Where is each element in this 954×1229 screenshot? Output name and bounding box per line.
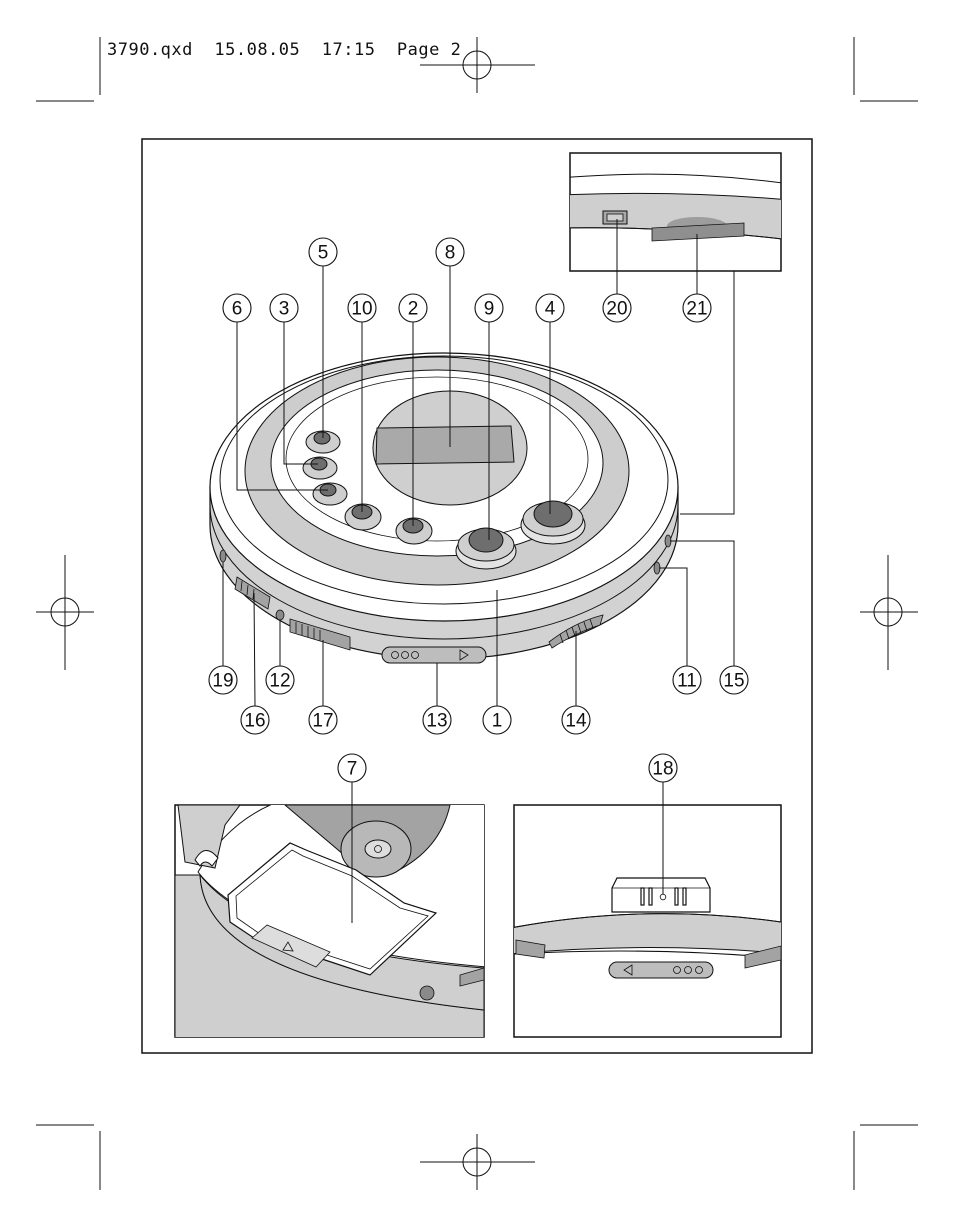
inset-underside xyxy=(513,780,782,1038)
callout-circle xyxy=(482,705,512,735)
header-time: 17:15 xyxy=(321,40,376,60)
callout-circle xyxy=(561,705,591,735)
inset-battery-compartment xyxy=(174,780,485,1038)
callout-number: 4 xyxy=(545,299,556,320)
callout-number: 9 xyxy=(484,299,495,320)
callout-circle xyxy=(308,705,338,735)
button-6[interactable] xyxy=(312,482,348,506)
figure-frame xyxy=(141,138,813,1054)
callout-circle xyxy=(719,665,749,695)
callout-circle xyxy=(337,753,367,783)
button-2[interactable] xyxy=(395,517,433,545)
callout-circle xyxy=(308,237,338,267)
callout-number: 6 xyxy=(232,299,243,320)
callout-number: 7 xyxy=(347,759,358,780)
callout-circle xyxy=(648,753,678,783)
leader-lines xyxy=(222,219,735,707)
callout-1: 1 xyxy=(482,705,512,735)
callout-20: 20 xyxy=(602,293,632,323)
callout-14: 14 xyxy=(561,705,591,735)
callout-5: 5 xyxy=(308,237,338,267)
callout-circle xyxy=(265,665,295,695)
callout-number: 16 xyxy=(244,711,265,732)
callout-number: 19 xyxy=(212,671,233,692)
button-4[interactable] xyxy=(520,500,586,545)
callout-4: 4 xyxy=(535,293,565,323)
callout-circle xyxy=(672,665,702,695)
callout-circle xyxy=(398,293,428,323)
button-9[interactable] xyxy=(455,527,517,570)
jack-19 xyxy=(219,549,227,563)
callout-number: 14 xyxy=(565,711,587,732)
callout-number: 3 xyxy=(279,299,290,320)
callout-circle xyxy=(602,293,632,323)
header-page: Page 2 xyxy=(396,40,462,60)
registration-mark-bottom xyxy=(420,1134,535,1190)
callout-circle xyxy=(208,665,238,695)
underside-slider xyxy=(608,961,714,979)
callout-number: 20 xyxy=(606,299,627,320)
callout-circle xyxy=(222,293,252,323)
callout-number: 15 xyxy=(723,671,744,692)
callout-7: 7 xyxy=(337,753,367,783)
file-header: 3790.qxd 15.08.05 17:15 Page 2 xyxy=(107,40,461,60)
callout-circle xyxy=(535,293,565,323)
callout-2: 2 xyxy=(398,293,428,323)
callout-circle xyxy=(269,293,299,323)
callout-number: 12 xyxy=(269,671,290,692)
callout-circle xyxy=(435,237,465,267)
button-5[interactable] xyxy=(305,430,341,454)
callout-number: 13 xyxy=(426,711,447,732)
callout-12: 12 xyxy=(265,665,295,695)
crop-marks xyxy=(36,37,918,1190)
callout-21: 21 xyxy=(682,293,712,323)
registration-mark-left xyxy=(36,555,94,670)
display-screen xyxy=(375,425,515,465)
callout-number: 8 xyxy=(445,243,456,264)
registration-mark-right xyxy=(860,555,918,670)
callout-number: 10 xyxy=(351,299,372,320)
header-file: 3790.qxd xyxy=(107,40,193,60)
callout-11: 11 xyxy=(672,665,702,695)
callout-13: 13 xyxy=(422,705,452,735)
callout-9: 9 xyxy=(474,293,504,323)
header-date: 15.08.05 xyxy=(214,40,301,60)
callout-3: 3 xyxy=(269,293,299,323)
switch-16 xyxy=(234,576,271,610)
callout-circle xyxy=(474,293,504,323)
inset-side-view xyxy=(569,152,782,272)
callout-number: 17 xyxy=(312,711,333,732)
callout-6: 6 xyxy=(222,293,252,323)
callout-number: 18 xyxy=(652,759,673,780)
button-3[interactable] xyxy=(302,456,338,480)
callout-number: 5 xyxy=(318,243,329,264)
button-10[interactable] xyxy=(344,503,382,531)
registration-mark-top xyxy=(420,37,535,93)
callout-number: 1 xyxy=(492,711,503,732)
callout-16: 16 xyxy=(240,705,270,735)
slot-21-icon xyxy=(651,222,745,242)
jack-12 xyxy=(275,609,285,621)
callout-number: 21 xyxy=(686,299,707,320)
callout-circle xyxy=(347,293,377,323)
callout-19: 19 xyxy=(208,665,238,695)
callout-17: 17 xyxy=(308,705,338,735)
callout-circle xyxy=(422,705,452,735)
callout-8: 8 xyxy=(435,237,465,267)
callout-number: 11 xyxy=(677,671,697,692)
callout-number: 2 xyxy=(408,299,419,320)
callout-18: 18 xyxy=(648,753,678,783)
cd-player-main xyxy=(209,352,679,664)
callout-circle xyxy=(240,705,270,735)
callout-10: 10 xyxy=(347,293,377,323)
slider-13[interactable] xyxy=(381,646,487,664)
callout-circle xyxy=(682,293,712,323)
battery-contact-18 xyxy=(611,877,711,913)
callout-15: 15 xyxy=(719,665,749,695)
jack-bottom xyxy=(419,985,435,1001)
